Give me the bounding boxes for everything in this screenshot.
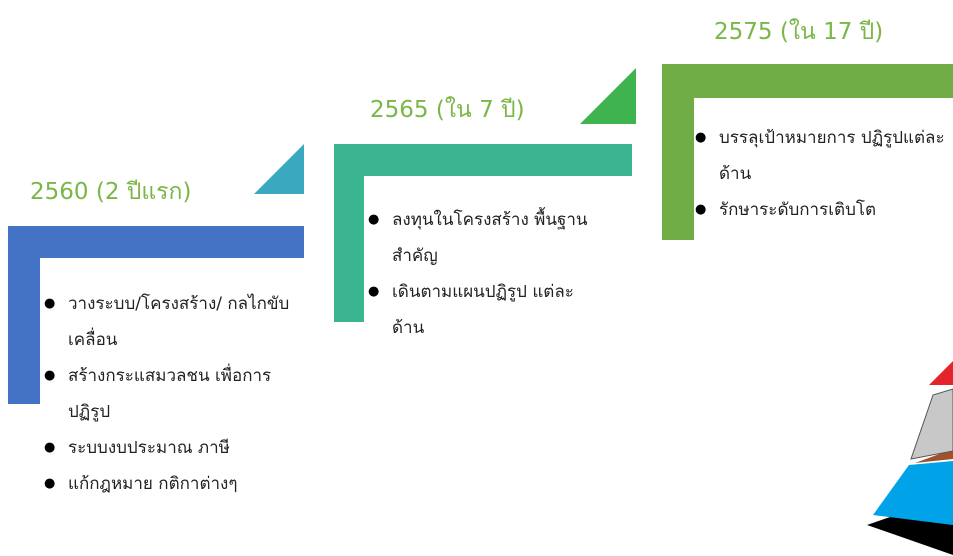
- list-item: สร้างกระแสมวลชน เพื่อการปฏิรูป: [42, 358, 302, 430]
- stage-3-bar-horizontal: [662, 64, 953, 98]
- stage-2-bar-vertical: [334, 144, 364, 322]
- list-item: ระบบงบประมาณ ภาษี: [42, 430, 302, 466]
- stage-1-bar-vertical: [8, 226, 40, 404]
- stage-2-title: 2565 (ใน 7 ปี): [370, 97, 525, 123]
- pyramid-decoration: [867, 361, 953, 555]
- stage-2-bar-horizontal: [334, 144, 632, 176]
- stage-1-triangle: [254, 144, 304, 194]
- list-item: รักษาระดับการเติบโต: [693, 192, 951, 228]
- stage-1-bar-horizontal: [8, 226, 304, 258]
- list-item: ลงทุนในโครงสร้าง พื้นฐานสำคัญ: [366, 202, 596, 274]
- pyramid-layer-red: [929, 361, 953, 385]
- stage-1-list: วางระบบ/โครงสร้าง/ กลไกขับเคลื่อน สร้างก…: [42, 286, 302, 502]
- stage-2-list: ลงทุนในโครงสร้าง พื้นฐานสำคัญ เดินตามแผน…: [366, 202, 596, 346]
- list-item: บรรลุเป้าหมายการ ปฏิรูปแต่ละด้าน: [693, 120, 951, 192]
- stage-3-list: บรรลุเป้าหมายการ ปฏิรูปแต่ละด้าน รักษาระ…: [693, 120, 951, 228]
- stage-2-triangle: [580, 68, 636, 124]
- pyramid-layer-blue: [873, 461, 953, 525]
- stage-1-title: 2560 (2 ปีแรก): [30, 179, 192, 205]
- list-item: เดินตามแผนปฏิรูป แต่ละด้าน: [366, 274, 596, 346]
- pyramid-layer-gray: [910, 388, 953, 460]
- list-item: วางระบบ/โครงสร้าง/ กลไกขับเคลื่อน: [42, 286, 302, 358]
- stage-3-bar-vertical: [662, 64, 694, 240]
- stage-3-title: 2575 (ใน 17 ปี): [714, 19, 884, 45]
- list-item: แก้กฎหมาย กติกาต่างๆ: [42, 466, 302, 502]
